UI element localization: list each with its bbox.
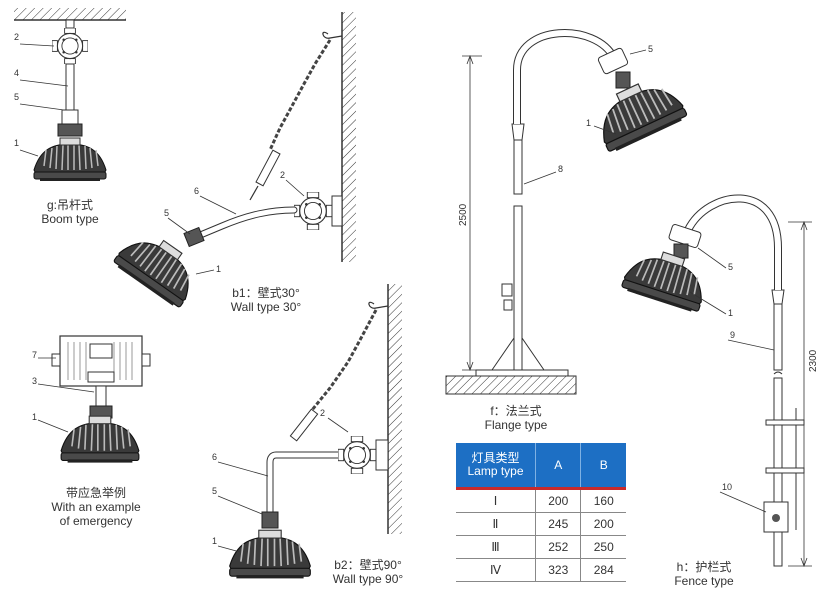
- caption-en: Boom type: [41, 212, 99, 226]
- junction-box-icon: [52, 28, 88, 64]
- header-a: A: [534, 443, 581, 489]
- caption-boom-type: g:吊杆式 Boom type: [20, 198, 120, 226]
- callout-3: 3: [32, 376, 37, 386]
- caption-flange-type: f：法兰式 Flange type: [466, 404, 566, 432]
- cell-type: Ⅱ: [456, 512, 536, 536]
- caption-en: Flange type: [484, 418, 548, 432]
- wall-hatch: [388, 284, 402, 534]
- callout-5: 5: [14, 92, 19, 102]
- callout-1: 1: [212, 536, 217, 546]
- callout-9: 9: [730, 330, 735, 340]
- caption-emergency: 带应急举例 With an example of emergency: [36, 486, 156, 528]
- flange-height-dimension: 2500: [458, 203, 469, 226]
- flange-type-drawing: 2500 5 1 8: [445, 29, 690, 395]
- header-cn: 灯具类型: [471, 451, 520, 465]
- lamp-icon: [587, 69, 690, 155]
- caption-en-line2: of emergency: [59, 514, 133, 528]
- pole-middle: [513, 139, 523, 195]
- cell-a: 245: [534, 512, 581, 536]
- callout-2: 2: [14, 32, 19, 42]
- lamp-icon: [619, 242, 714, 315]
- pole-upper: [773, 303, 783, 371]
- cell-a: 252: [534, 535, 581, 559]
- caption-wall-90: b2：壁式90° Wall type 90°: [318, 558, 418, 586]
- junction-box-icon: [294, 192, 332, 230]
- callout-5: 5: [164, 208, 169, 218]
- lamp-icon: [60, 415, 140, 464]
- header-b: B: [580, 443, 626, 489]
- boom-type-drawing: 2 4 5 1: [14, 8, 126, 182]
- ground-hatch: [445, 375, 577, 395]
- callout-1: 1: [728, 308, 733, 318]
- callout-4: 4: [14, 68, 19, 78]
- callout-5: 5: [212, 486, 217, 496]
- cell-b: 160: [580, 488, 626, 513]
- callout-5: 5: [728, 262, 733, 272]
- cell-type: Ⅲ: [456, 535, 536, 559]
- caption-fence-type: h：护栏式 Fence type: [654, 560, 754, 588]
- caption-cn: g:吊杆式: [46, 198, 93, 212]
- callout-8: 8: [558, 164, 563, 174]
- lamp-icon: [228, 529, 312, 580]
- table-header-row: 灯具类型 Lamp type A B: [456, 443, 626, 489]
- callout-1: 1: [14, 138, 19, 148]
- fence-height-dimension: 2300: [808, 349, 818, 372]
- callout-1: 1: [586, 118, 591, 128]
- cell-b: 250: [580, 535, 626, 559]
- cell-a: 323: [534, 558, 581, 582]
- cell-b: 200: [580, 512, 626, 536]
- lamp-dimension-table: 灯具类型 Lamp type A B Ⅰ 200 160 Ⅱ 245 200 Ⅲ…: [456, 443, 626, 582]
- callout-1: 1: [216, 264, 221, 274]
- table-row: Ⅲ 252 250: [456, 535, 626, 559]
- table-row: Ⅳ 323 284: [456, 558, 626, 582]
- callout-5: 5: [648, 44, 653, 54]
- cell-a: 200: [534, 488, 581, 513]
- callout-2: 2: [280, 170, 285, 180]
- callout-6: 6: [212, 452, 217, 462]
- wall-30-drawing: 6 2 5 1: [111, 12, 356, 311]
- caption-wall-30: b1：壁式30° Wall type 30°: [216, 286, 316, 314]
- table-row: Ⅱ 245 200: [456, 512, 626, 536]
- callout-6: 6: [194, 186, 199, 196]
- caption-cn: h：护栏式: [676, 560, 732, 574]
- wall-90-drawing: 2 6 5 1: [212, 284, 402, 580]
- lamp-icon: [33, 137, 107, 182]
- caption-en: Wall type 30°: [230, 300, 302, 314]
- cell-type: Ⅳ: [456, 558, 536, 582]
- wall-hatch: [342, 12, 356, 262]
- caption-cn: f：法兰式: [490, 404, 542, 418]
- callout-10: 10: [722, 482, 732, 492]
- pole-lower: [513, 205, 523, 371]
- caption-en: Fence type: [674, 574, 734, 588]
- caption-cn: 带应急举例: [65, 486, 126, 500]
- boom-pipe: [65, 63, 75, 111]
- callout-2: 2: [320, 408, 325, 418]
- caption-en-line1: With an example: [51, 500, 141, 514]
- caption-cn: b1：壁式30°: [232, 286, 300, 300]
- table-row: Ⅰ 200 160: [456, 488, 626, 513]
- header-lamp-type: 灯具类型 Lamp type: [456, 443, 536, 489]
- fence-type-drawing: 2300 5 1 9 10: [619, 194, 818, 568]
- callout-7: 7: [32, 350, 37, 360]
- header-en: Lamp type: [467, 464, 524, 478]
- cell-type: Ⅰ: [456, 488, 536, 513]
- junction-box-icon: [338, 436, 376, 474]
- callout-1: 1: [32, 412, 37, 422]
- emergency-drawing: 7 3 1: [32, 335, 151, 464]
- caption-en: Wall type 90°: [332, 572, 404, 586]
- cell-b: 284: [580, 558, 626, 582]
- caption-cn: b2：壁式90°: [334, 558, 402, 572]
- ceiling-hatch: [14, 8, 126, 20]
